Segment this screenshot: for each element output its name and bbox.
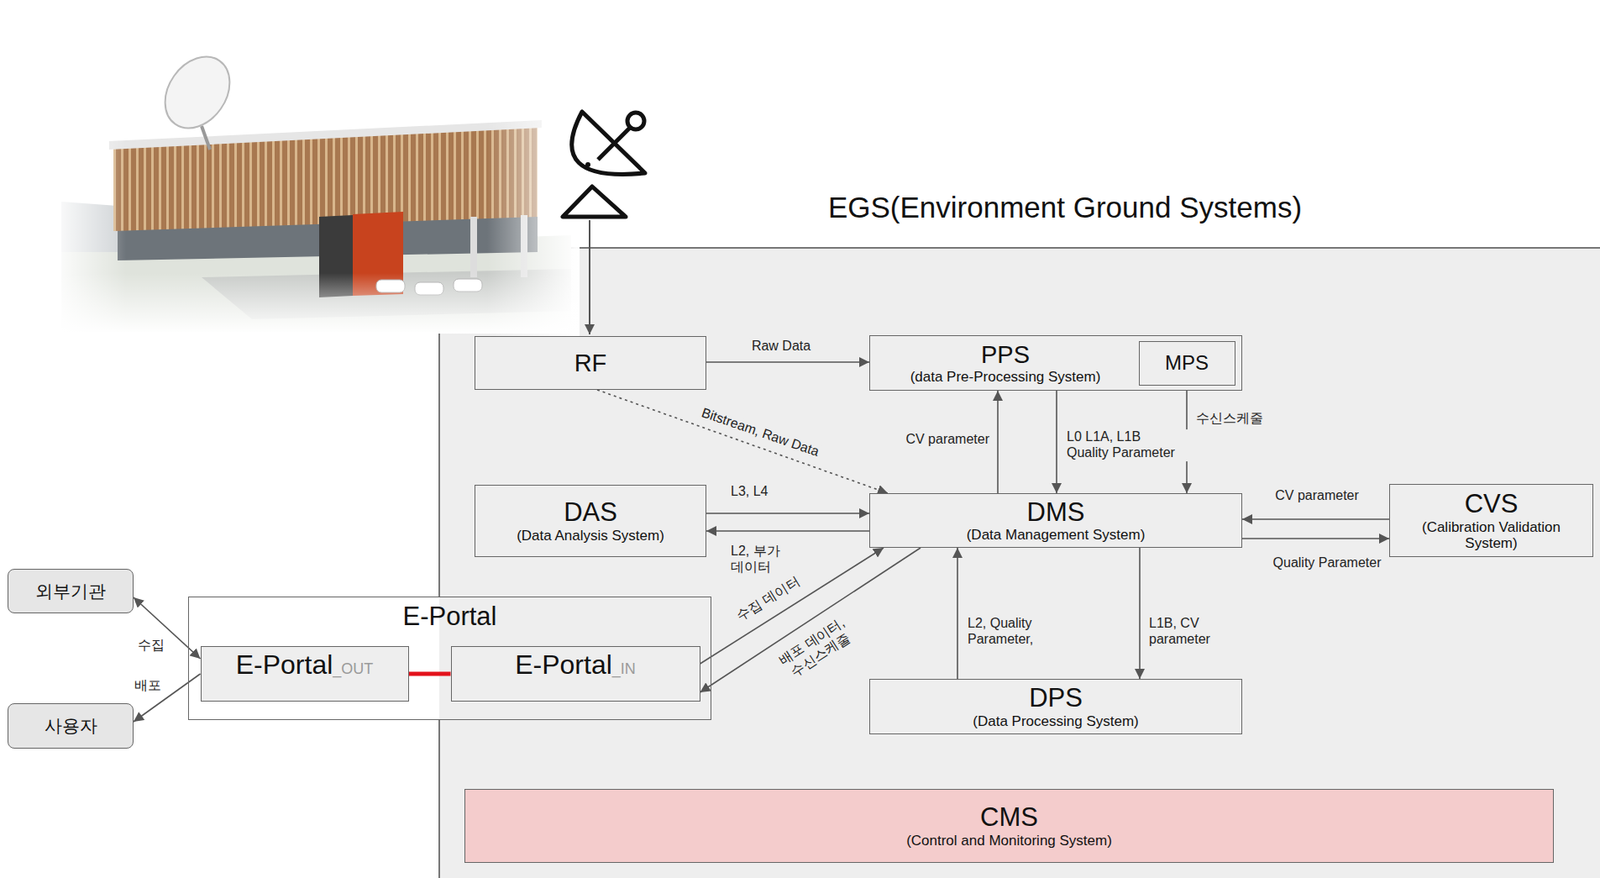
- portal-group: E-PortalE-Portal_OUTE-Portal_IN: [188, 596, 712, 720]
- portal-in-box: E-Portal_IN: [451, 645, 701, 702]
- antenna-stand: [562, 186, 626, 217]
- node-name: CMS: [980, 802, 1039, 833]
- flow-arrow: [1242, 518, 1390, 520]
- portal-out-box: E-Portal_OUT: [200, 645, 410, 702]
- flow-arrow: [956, 547, 959, 679]
- downlink-line: [588, 220, 591, 335]
- node-subtitle: (Data Management System): [966, 526, 1146, 543]
- node-name: PPS: [980, 340, 1030, 368]
- edge-label: 수집: [136, 637, 167, 654]
- edge-label: L2, Quality Parameter,: [965, 615, 1035, 648]
- node-subtitle: (Data Analysis System): [516, 527, 665, 544]
- node-subtitle: (Data Processing System): [972, 713, 1139, 730]
- node-name: MPS: [1164, 351, 1209, 375]
- flow-arrow: [133, 597, 201, 659]
- node-subscript: _OUT: [332, 660, 373, 677]
- pps-box: PPS(data Pre-Processing System) MPS: [869, 335, 1243, 391]
- edge-label: CV parameter: [903, 431, 992, 448]
- node-name: RF: [574, 349, 608, 377]
- cms-box: CMS(Control and Monitoring System): [464, 788, 1554, 863]
- antenna-icon: [562, 111, 646, 217]
- flow-arrow: [1242, 537, 1390, 540]
- dms-box: DMS(Data Management System): [869, 493, 1243, 548]
- edge-label: Bitstream, Raw Data: [697, 404, 824, 462]
- antenna-dish: [571, 111, 646, 174]
- edge-label: 수신스케줄: [1194, 410, 1265, 427]
- cvs-box: CVS(Calibration Validation System): [1389, 483, 1594, 557]
- edge-label: L1B, CV parameter: [1147, 615, 1212, 648]
- flow-arrow: [706, 361, 870, 363]
- edge-label: Raw Data: [750, 338, 813, 355]
- antenna-feed-horn: [627, 112, 645, 130]
- dps-box: DPS(Data Processing System): [869, 678, 1243, 735]
- region-border: [439, 246, 1600, 249]
- node-name: 사용자: [44, 715, 98, 736]
- flow-arrow: [996, 390, 999, 494]
- flow-arrow: [706, 529, 870, 532]
- dish-stand: [201, 125, 210, 150]
- pillar: [470, 216, 478, 278]
- edge-label: L0 L1A, L1B Quality Parameter: [1064, 429, 1188, 462]
- edge-label: 배포: [132, 677, 163, 694]
- antenna-dot: [585, 162, 591, 168]
- egs-region: [439, 247, 1600, 878]
- edge-label: 수집 데이터: [732, 572, 804, 625]
- diagram-title: EGS(Environment Ground Systems): [828, 190, 1302, 225]
- node-name: E-Portal: [514, 650, 613, 681]
- fade: [50, 272, 580, 334]
- das-box: DAS(Data Analysis System): [474, 484, 707, 557]
- region-border: [438, 719, 441, 878]
- external-box: 외부기관: [7, 568, 134, 614]
- node-name: CVS: [1464, 489, 1519, 520]
- flow-arrow: [133, 673, 201, 722]
- edge-label: Quality Parameter: [1271, 555, 1384, 572]
- edge-label: L3, L4: [729, 483, 770, 500]
- node-subtitle: (Calibration Validation System): [1396, 519, 1586, 551]
- user-box: 사용자: [7, 702, 134, 749]
- node-name: DMS: [1027, 498, 1086, 528]
- node-name: 외부기관: [35, 581, 106, 602]
- flow-arrow: [706, 512, 870, 515]
- edge-label: 배포 데이터, 수신스케줄: [767, 608, 866, 688]
- roof-edge: [109, 120, 542, 150]
- flow-arrow: [1055, 390, 1058, 494]
- node-name: E-Portal: [403, 602, 498, 632]
- rf-box: RF: [474, 335, 707, 390]
- edge-label: L2, 부가 데이터: [729, 543, 800, 576]
- edge-label: CV parameter: [1273, 487, 1361, 504]
- node-subtitle: (Control and Monitoring System): [906, 832, 1113, 849]
- mps-box: MPS: [1138, 340, 1236, 386]
- flow-arrow: [1138, 547, 1141, 679]
- node-subscript: _IN: [612, 660, 636, 677]
- node-subtitle: (data Pre-Processing System): [910, 368, 1102, 385]
- node-name: E-Portal: [236, 650, 334, 681]
- node-name: DAS: [563, 498, 618, 528]
- flow-arrow: [597, 389, 888, 494]
- roof-dish: [152, 44, 243, 141]
- building-illustration: [50, 44, 580, 336]
- node-name: DPS: [1028, 683, 1083, 714]
- link-line: [409, 671, 452, 677]
- antenna-feed: [598, 127, 630, 160]
